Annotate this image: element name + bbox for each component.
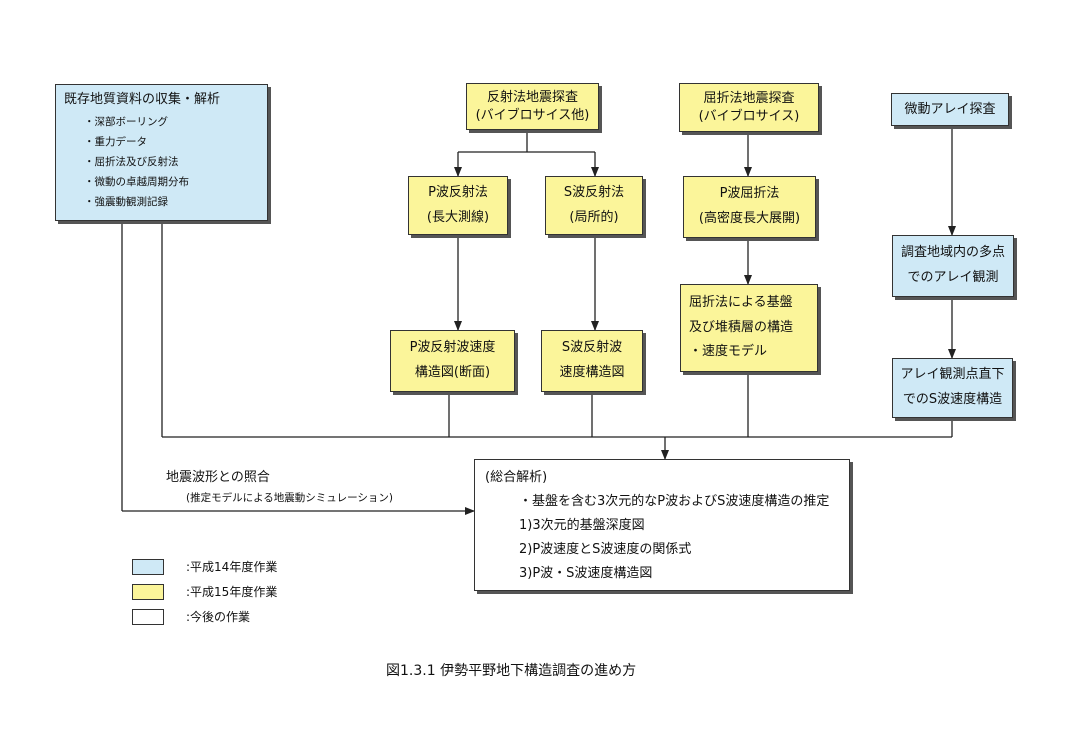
waveform-annotation-subtitle: (推定モデルによる地震動シミュレーション) xyxy=(186,492,393,504)
s-velocity-line1: S波反射波 xyxy=(561,340,623,356)
s-reflection-line2: (局所的) xyxy=(569,209,619,225)
refraction-survey-box: 屈折法地震探査 (バイブロサイス) xyxy=(679,83,819,132)
synthesis-title: (総合解析) xyxy=(485,470,548,485)
figure-caption: 図1.3.1 伊勢平野地下構造調査の進め方 xyxy=(386,663,637,679)
p-velocity-line2: 構造図(断面) xyxy=(414,365,491,380)
refraction-structure-line2: 及び堆積層の構造 xyxy=(689,319,794,335)
synthesis-box: (総合解析) ・基盤を含む3次元的なP波およびS波速度構造の推定 1)3次元的基… xyxy=(474,459,850,591)
existing-item: ・屈折法及び反射法 xyxy=(84,155,179,168)
existing-data-box: 既存地質資料の収集・解析 ・深部ボーリング ・重力データ ・屈折法及び反射法 ・… xyxy=(55,84,268,221)
legend-label: :平成15年度作業 xyxy=(186,585,278,599)
s-velocity-box: S波反射波 速度構造図 xyxy=(541,330,643,392)
refraction-structure-line3: ・速度モデル xyxy=(689,344,768,360)
legend-label: :今後の作業 xyxy=(186,610,251,624)
p-refraction-box: P波屈折法 (高密度長大展開) xyxy=(683,176,816,238)
synthesis-item: 2)P波速度とS波速度の関係式 xyxy=(519,542,692,558)
p-refraction-line2: (高密度長大展開) xyxy=(698,211,801,226)
reflection-survey-line2: (バイブロサイス他) xyxy=(475,107,590,123)
refraction-survey-line1: 屈折法地震探査 xyxy=(703,90,795,106)
refraction-survey-line2: (バイブロサイス) xyxy=(698,108,800,124)
p-velocity-line1: P波反射波速度 xyxy=(409,340,496,356)
legend-swatch-yellow xyxy=(132,584,164,600)
legend-swatch-blue xyxy=(132,559,164,575)
microtremor-line1: 微動アレイ探査 xyxy=(904,101,996,117)
existing-item: ・重力データ xyxy=(84,135,147,148)
synthesis-item: 3)P波・S波速度構造図 xyxy=(519,566,653,582)
reflection-survey-box: 反射法地震探査 (バイブロサイス他) xyxy=(466,83,599,130)
existing-data-title: 既存地質資料の収集・解析 xyxy=(64,92,221,107)
array-observation-box: 調査地域内の多点 でのアレイ観測 xyxy=(892,235,1014,297)
array-observation-line1: 調査地域内の多点 xyxy=(900,245,1005,261)
array-s-velocity-box: アレイ観測点直下 でのS波速度構造 xyxy=(892,358,1013,418)
refraction-structure-line1: 屈折法による基盤 xyxy=(689,295,793,310)
s-reflection-line1: S波反射法 xyxy=(563,184,625,200)
s-velocity-line2: 速度構造図 xyxy=(559,365,625,380)
legend-swatch-white xyxy=(132,609,164,625)
synthesis-item: 1)3次元的基盤深度図 xyxy=(519,518,645,534)
legend-label: :平成14年度作業 xyxy=(186,560,278,574)
array-s-velocity-line2: でのS波速度構造 xyxy=(902,392,1003,407)
p-refraction-line1: P波屈折法 xyxy=(719,186,780,202)
microtremor-box: 微動アレイ探査 xyxy=(891,93,1009,126)
refraction-structure-box: 屈折法による基盤 及び堆積層の構造 ・速度モデル xyxy=(680,284,818,372)
s-reflection-box: S波反射法 (局所的) xyxy=(545,176,643,235)
waveform-annotation-title: 地震波形との照合 xyxy=(166,470,270,485)
p-reflection-line2: (長大測線) xyxy=(426,209,490,225)
array-observation-line2: でのアレイ観測 xyxy=(907,270,999,285)
p-reflection-box: P波反射法 (長大測線) xyxy=(408,176,508,235)
existing-item: ・強震動観測記録 xyxy=(84,195,168,208)
array-s-velocity-line1: アレイ観測点直下 xyxy=(900,367,1005,383)
p-reflection-line1: P波反射法 xyxy=(428,184,488,200)
reflection-survey-line1: 反射法地震探査 xyxy=(486,89,578,105)
p-velocity-box: P波反射波速度 構造図(断面) xyxy=(390,330,515,392)
existing-item: ・微動の卓越周期分布 xyxy=(84,175,189,188)
synthesis-item: ・基盤を含む3次元的なP波およびS波速度構造の推定 xyxy=(519,494,830,510)
existing-item: ・深部ボーリング xyxy=(84,115,168,128)
